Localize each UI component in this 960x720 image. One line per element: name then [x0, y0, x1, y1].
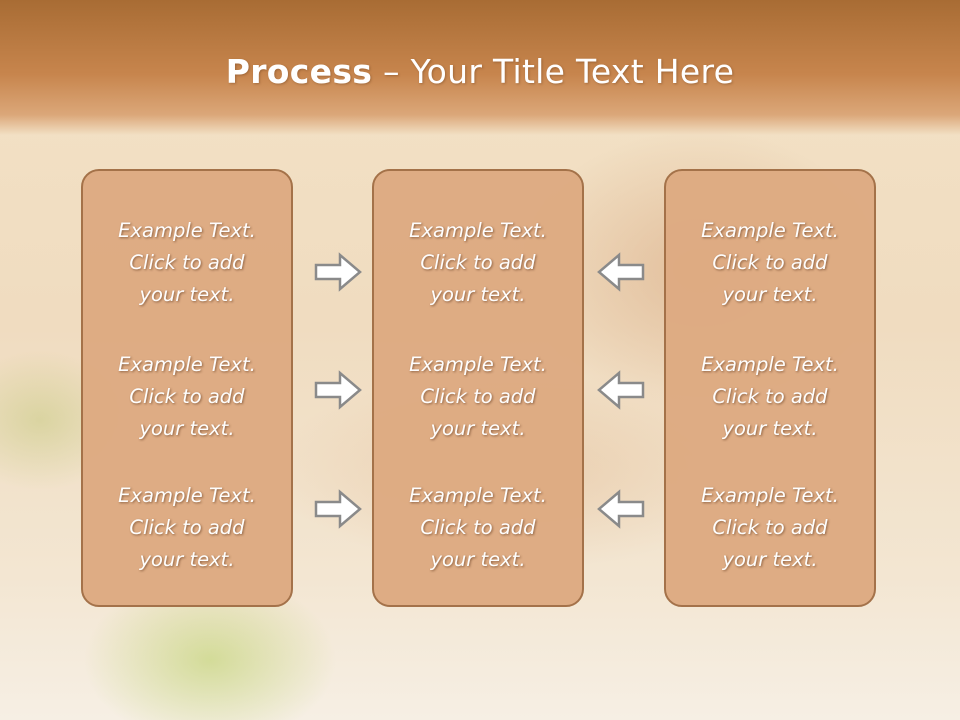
panel-text-block[interactable]: Example Text. Click to add your text.: [118, 353, 256, 440]
header-band: [0, 0, 960, 135]
right-arrow-icon: [314, 252, 362, 292]
left-arrow-icon: [597, 252, 645, 292]
right-arrow-icon: [314, 370, 362, 410]
panel-text-block[interactable]: Example Text. Click to add your text.: [701, 484, 839, 571]
panel-text-block[interactable]: Example Text. Click to add your text.: [701, 219, 839, 306]
panel-text-block[interactable]: Example Text. Click to add your text.: [118, 219, 256, 306]
panel-text-block[interactable]: Example Text. Click to add your text.: [118, 484, 256, 571]
title-bold: Process: [225, 52, 373, 91]
right-arrow-icon: [314, 489, 362, 529]
process-panel-middle[interactable]: Example Text. Click to add your text. Ex…: [372, 169, 584, 607]
panel-text-block[interactable]: Example Text. Click to add your text.: [409, 484, 547, 571]
panel-text-block[interactable]: Example Text. Click to add your text.: [409, 219, 547, 306]
slide-title[interactable]: Process – Your Title Text Here: [0, 52, 960, 91]
left-arrow-icon: [597, 489, 645, 529]
process-panel-left[interactable]: Example Text. Click to add your text. Ex…: [81, 169, 293, 607]
left-arrow-icon: [597, 370, 645, 410]
title-rest: – Your Title Text Here: [372, 52, 735, 91]
panel-text-block[interactable]: Example Text. Click to add your text.: [701, 353, 839, 440]
panel-text-block[interactable]: Example Text. Click to add your text.: [409, 353, 547, 440]
process-panel-right[interactable]: Example Text. Click to add your text. Ex…: [664, 169, 876, 607]
